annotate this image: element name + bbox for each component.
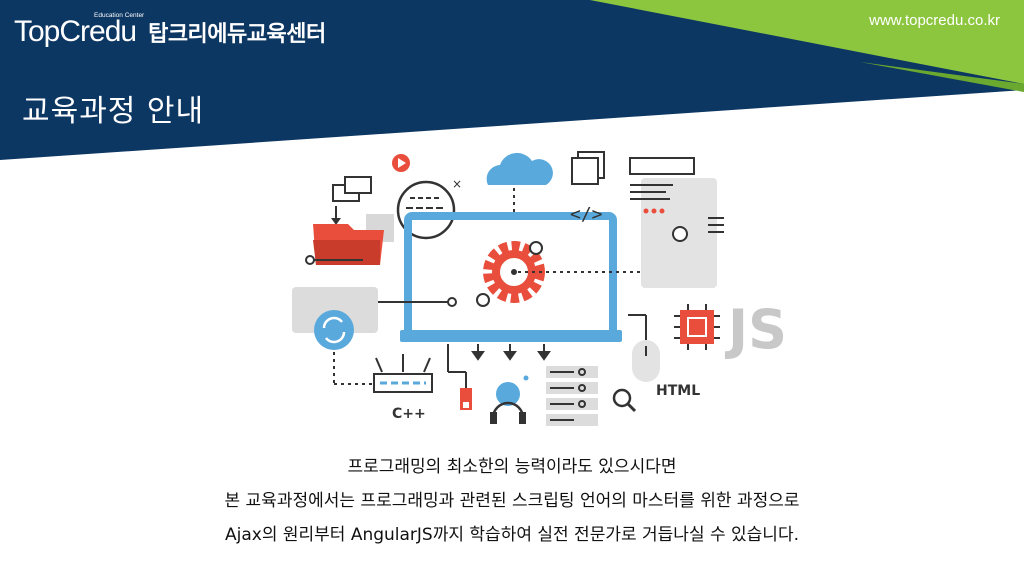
cloud-icon [486, 152, 553, 185]
html-label: HTML [656, 383, 700, 399]
usb-icon [447, 344, 472, 410]
description-line-1: 프로그래밍의 최소한의 능력이라도 있으시다면 [347, 457, 677, 477]
chip-icon [674, 304, 720, 350]
course-description: 프로그래밍의 최소한의 능력이라도 있으시다면 본 교육과정에서는 프로그래밍과… [0, 450, 1024, 552]
logo-subtitle: Education Center [94, 12, 145, 19]
code-tag-icon: </> [570, 204, 603, 225]
brand-name-korean: 탑크리에듀교육센터 [148, 22, 326, 47]
logo-wordmark: TopCredu [14, 15, 137, 48]
cpp-label: C++ [392, 406, 426, 422]
js-logo: JS [724, 298, 787, 361]
description-line-2: 본 교육과정에서는 프로그래밍과 관련된 스크립팅 언어의 마스터를 위한 과정… [224, 491, 800, 511]
web-development-illustration: × </> [292, 151, 787, 426]
folder-icon [313, 214, 394, 265]
document-icon [571, 151, 695, 185]
header-banner [0, 0, 1024, 160]
website-link[interactable]: www.topcredu.co.kr [869, 12, 1000, 29]
svg-text:×: × [452, 177, 462, 191]
router-icon [373, 354, 433, 393]
arrows-icon [471, 344, 551, 361]
sync-icon [292, 287, 378, 350]
headphones-icon [490, 375, 529, 424]
server-icon [630, 178, 724, 288]
search-icon [612, 388, 637, 413]
server-stack-icon [546, 366, 598, 426]
laptop-icon [400, 212, 622, 342]
mouse-icon [628, 314, 660, 382]
topcredu-logo[interactable]: TopCredu Education Center 탑크리에듀교육센터 [14, 12, 326, 50]
description-line-3: Ajax의 원리부터 AngularJS까지 학습하여 실전 전문가로 거듭나실… [224, 525, 799, 545]
page-title: 교육과정 안내 [22, 94, 205, 129]
windows-icon [332, 176, 372, 202]
